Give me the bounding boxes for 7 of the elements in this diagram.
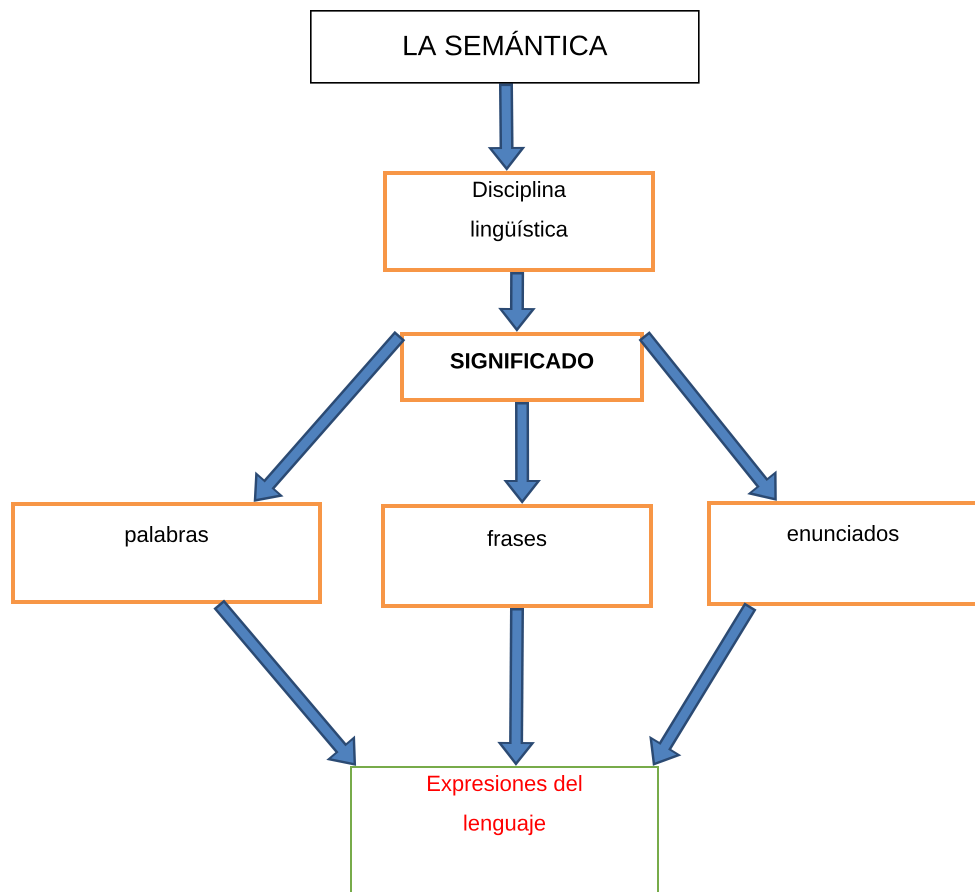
concept-box: SIGNIFICADO <box>400 332 644 402</box>
concept-box: LA SEMÁNTICA <box>310 10 700 84</box>
concept-box: Expresiones del lenguaje <box>350 766 659 892</box>
concept-box: Disciplina lingüística <box>383 171 655 272</box>
concept-box: enunciados <box>707 501 975 606</box>
concept-box: palabras <box>11 502 322 604</box>
concept-box: frases <box>381 504 653 608</box>
